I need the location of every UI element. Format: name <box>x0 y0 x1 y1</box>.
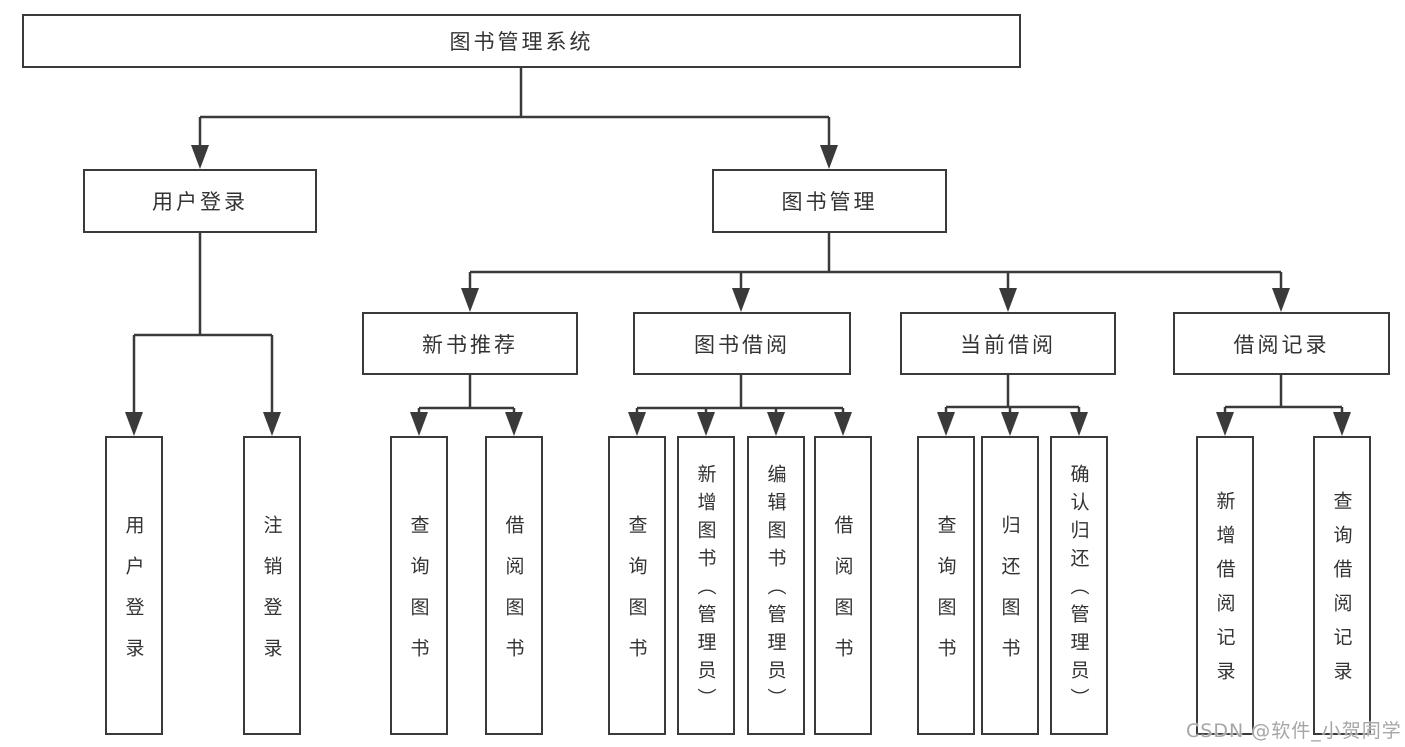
leaf-bb-query-books: 查询图书 <box>608 436 666 735</box>
node-borrowing-records-label: 借阅记录 <box>1233 332 1330 357</box>
leaf-logout: 注销登录 <box>243 436 301 735</box>
leaf-bb-borrow-books-label: 借阅图书 <box>831 514 854 679</box>
leaf-br-query-record: 查询借阅记录 <box>1313 436 1371 735</box>
node-new-book-recommendation-label: 新书推荐 <box>422 332 518 357</box>
node-book-borrowing-label: 图书借阅 <box>694 332 790 357</box>
leaf-br-query-record-label: 查询借阅记录 <box>1330 491 1353 695</box>
node-current-borrowing: 当前借阅 <box>900 312 1116 375</box>
node-borrowing-records: 借阅记录 <box>1173 312 1390 375</box>
leaf-cb-return-books: 归还图书 <box>981 436 1039 735</box>
node-user-login-label: 用户登录 <box>152 190 248 214</box>
leaf-bb-edit-books-admin-label: 编辑图书（管理员） <box>764 464 787 716</box>
node-current-borrowing-label: 当前借阅 <box>960 332 1056 357</box>
leaf-nb-borrow-books-label: 借阅图书 <box>502 514 525 679</box>
leaf-logout-label: 注销登录 <box>260 514 283 679</box>
leaf-cb-query-books: 查询图书 <box>917 436 975 735</box>
leaf-bb-query-books-label: 查询图书 <box>625 514 648 679</box>
leaf-nb-query-books-label: 查询图书 <box>407 514 430 679</box>
leaf-bb-edit-books-admin: 编辑图书（管理员） <box>747 436 805 735</box>
node-book-borrowing: 图书借阅 <box>633 312 851 375</box>
node-book-management: 图书管理 <box>712 169 947 233</box>
node-root: 图书管理系统 <box>22 14 1021 68</box>
leaf-bb-add-books-admin: 新增图书（管理员） <box>677 436 735 735</box>
leaf-bb-add-books-admin-label: 新增图书（管理员） <box>694 464 717 716</box>
node-user-login: 用户登录 <box>83 169 317 233</box>
leaf-cb-query-books-label: 查询图书 <box>934 514 957 679</box>
node-root-label: 图书管理系统 <box>449 30 594 54</box>
leaf-br-add-record: 新增借阅记录 <box>1196 436 1254 735</box>
leaf-cb-confirm-return-admin-label: 确认归还（管理员） <box>1067 464 1090 716</box>
leaf-nb-query-books: 查询图书 <box>390 436 448 735</box>
leaf-cb-confirm-return-admin: 确认归还（管理员） <box>1050 436 1108 735</box>
leaf-bb-borrow-books: 借阅图书 <box>814 436 872 735</box>
leaf-user-login: 用户登录 <box>105 436 163 735</box>
leaf-cb-return-books-label: 归还图书 <box>998 514 1021 679</box>
leaf-br-add-record-label: 新增借阅记录 <box>1213 491 1236 695</box>
node-book-management-label: 图书管理 <box>781 190 878 214</box>
leaf-user-login-label: 用户登录 <box>122 514 145 679</box>
node-new-book-recommendation: 新书推荐 <box>362 312 578 375</box>
csdn-watermark: CSDN @软件_小贺同学 <box>1186 720 1402 742</box>
leaf-nb-borrow-books: 借阅图书 <box>485 436 543 735</box>
